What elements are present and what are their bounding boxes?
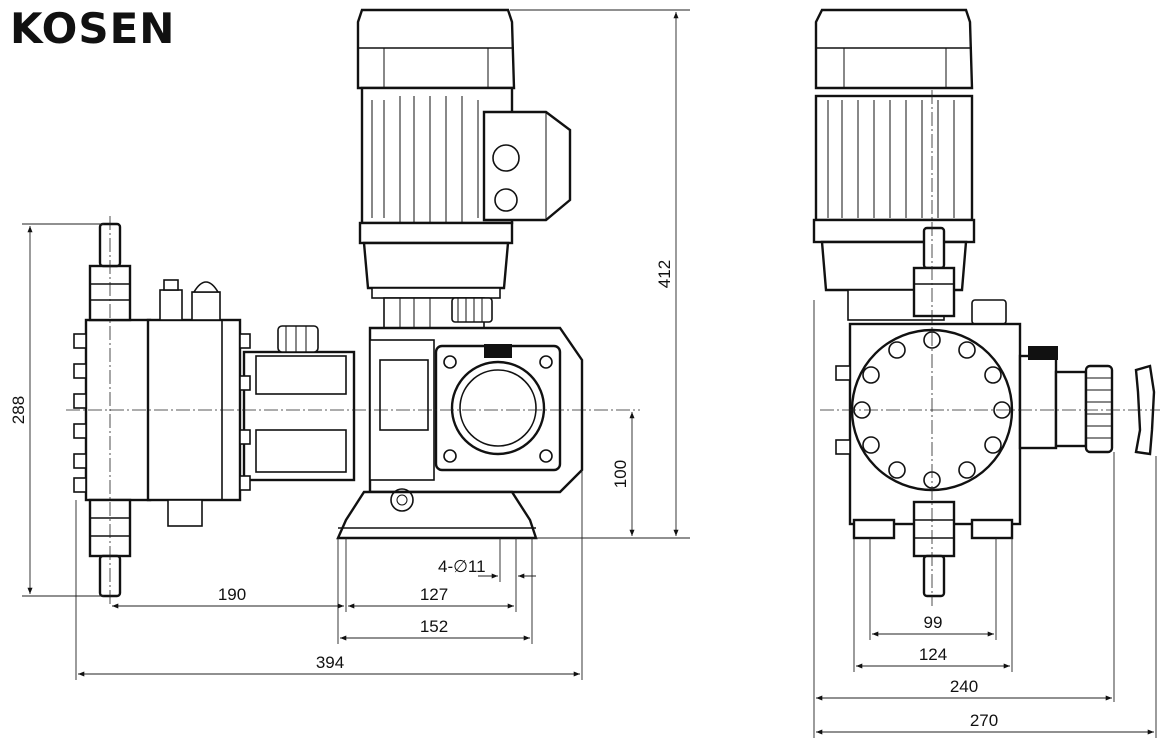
dim-394: 394: [316, 653, 344, 672]
dim-412: 412: [655, 260, 674, 288]
front-dimensions: 412 288 100 4-∅11 190 127 152 394: [9, 9, 690, 680]
side-dimensions: 99 124 240 270: [813, 300, 1157, 738]
dim-190: 190: [218, 585, 246, 604]
dim-240: 240: [950, 677, 978, 696]
dim-127: 127: [420, 585, 448, 604]
front-view: [73, 8, 584, 598]
dim-99: 99: [924, 613, 943, 632]
dim-288: 288: [9, 396, 28, 424]
dim-124: 124: [919, 645, 947, 664]
dim-100: 100: [611, 460, 630, 488]
dim-152: 152: [420, 617, 448, 636]
dim-270: 270: [970, 711, 998, 730]
dim-holes: 4-∅11: [438, 557, 486, 576]
brand-logo: KOSEN: [10, 4, 176, 53]
side-view: [812, 8, 1156, 598]
